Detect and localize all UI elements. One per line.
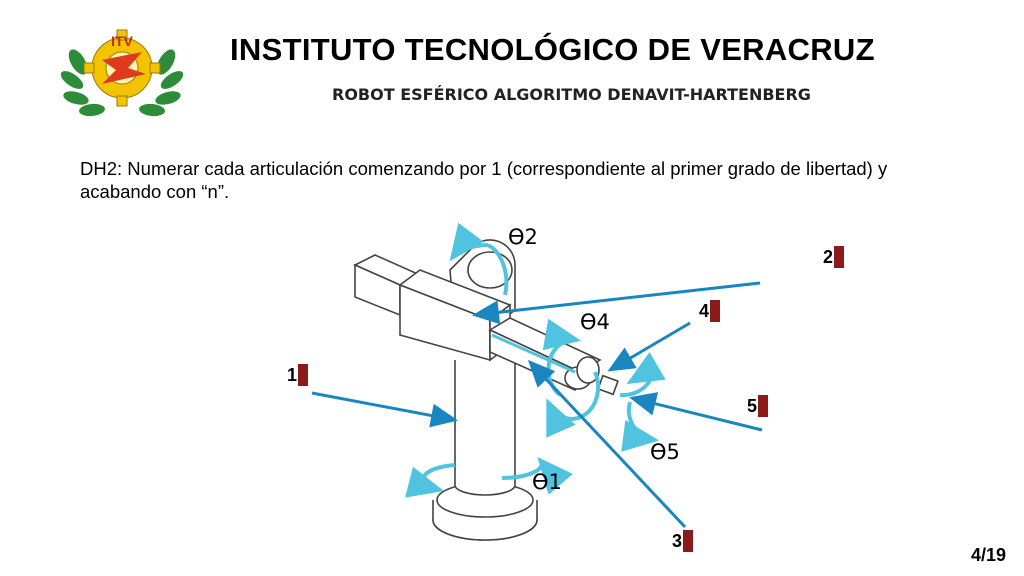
forearm-axis	[491, 333, 576, 374]
theta-1-label: ϴ1	[532, 470, 562, 494]
theta-4-label: ϴ4	[580, 310, 610, 334]
dh2-paragraph: DH2: Numerar cada articulación comenzand…	[80, 158, 888, 202]
page-number: 4/19	[970, 545, 1006, 565]
arrow-4	[607, 321, 691, 372]
joint-label-5: 5	[747, 395, 769, 417]
robot-body	[353, 239, 619, 541]
rotation-theta1-left	[405, 463, 456, 498]
page-title: INSTITUTO TECNOLÓGICO DE VERACRUZ	[230, 32, 875, 67]
joint-label-1: 1	[287, 364, 309, 386]
rotation-theta4-b	[546, 371, 601, 438]
itv-logo: ITV	[60, 29, 184, 117]
rotation-theta2-head	[449, 222, 489, 262]
theta-5-label: ϴ5	[650, 440, 680, 464]
arrow-3	[527, 359, 687, 529]
page-subtitle: ROBOT ESFÉRICO ALGORITMO DENAVIT-HARTENB…	[332, 85, 811, 104]
rotation-theta1-right	[501, 456, 573, 495]
joint-label-3: 3	[672, 530, 694, 552]
joint-label-2: 2	[823, 246, 845, 268]
rotation-theta5-a	[626, 352, 666, 385]
logo-text: ITV	[111, 33, 133, 49]
arrow-1	[311, 391, 458, 428]
theta-2-label: ϴ2	[508, 225, 538, 249]
rotation-theta5-b	[621, 401, 659, 452]
rotation-theta2	[486, 243, 509, 296]
arrow-5	[629, 392, 763, 432]
arrow-2	[472, 281, 761, 325]
pointer-arrows	[311, 281, 763, 529]
joint-label-4: 4	[699, 300, 721, 322]
